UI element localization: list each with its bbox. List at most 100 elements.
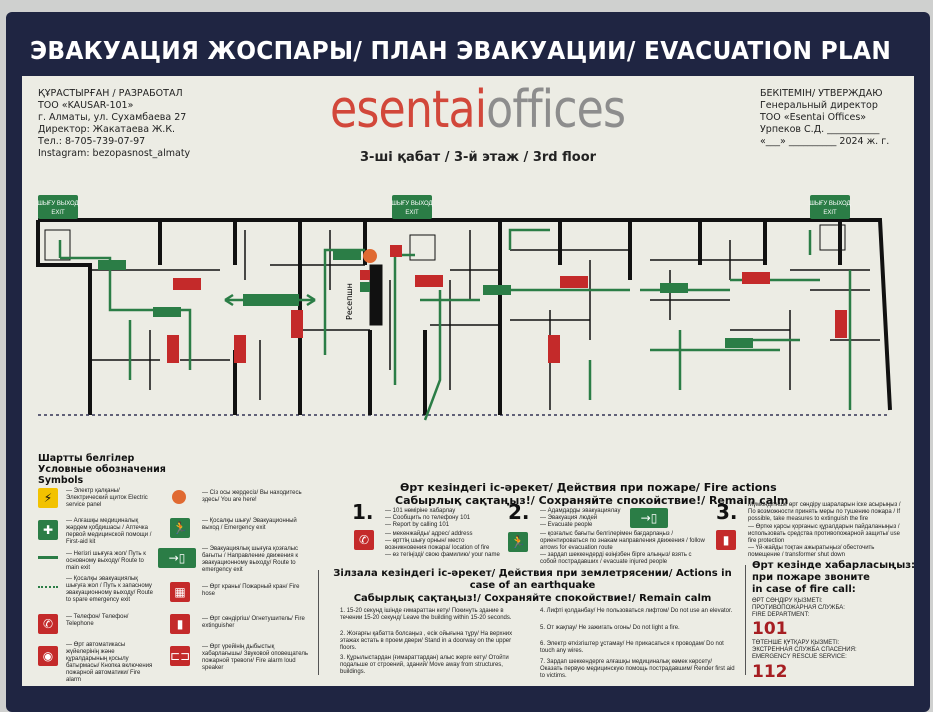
evacuation-routes bbox=[58, 228, 852, 421]
exit-signs: ШЫҒУ ВЫХОД EXIT ШЫҒУ ВЫХОД EXIT ШЫҒУ ВЫХОД… bbox=[37, 195, 851, 219]
developer-line: Тел.: 8-705-739-07-97 bbox=[38, 136, 146, 147]
earthquake-item: 2. Жоғарғы қабатта болсаңыз , есік ойығы… bbox=[340, 631, 513, 651]
developer-line: Директор: Жакатаева Ж.К. bbox=[38, 124, 176, 135]
spare-route-line bbox=[38, 586, 58, 588]
direction-signs bbox=[98, 250, 753, 348]
earthquake-item: 6. Электр өткізгіштер ұстамау/ Не прикас… bbox=[540, 641, 724, 654]
fire-extinguisher-icon: ▮ bbox=[716, 530, 736, 550]
logo-part: offices bbox=[486, 80, 626, 140]
call-title-line: Өрт кезінде хабарласыңыз: bbox=[752, 560, 916, 571]
emergency-exit-icon: 🏃 bbox=[170, 518, 190, 538]
sign-title: ЭВАКУАЦИЯ ЖОСПАРЫ/ ПЛАН ЭВАКУАЦИИ/ EVACU… bbox=[30, 36, 892, 65]
legend-title-line: Условные обозначения bbox=[38, 464, 166, 475]
fire-actions-subtitle: Сабырлық сақтаңыз!/ Сохраняйте спокойств… bbox=[395, 494, 789, 507]
walls bbox=[36, 218, 892, 416]
svg-text:ШЫҒУ ВЫХОД: ШЫҒУ ВЫХОД bbox=[37, 201, 78, 207]
logo-part: esentai bbox=[330, 80, 487, 140]
earthquake-item: 4. Лифті қолданбау/ Не пользоваться лифт… bbox=[540, 608, 733, 614]
legend-item: — Өрт сөндіргіш/ Огнетушитель/ Fire exti… bbox=[202, 616, 305, 629]
earthquake-item: 5. От жақпау/ Не зажигать огонь/ Do not … bbox=[540, 625, 680, 631]
reception-label: Ресепшн bbox=[345, 283, 354, 320]
legend-item: — Эвакуациялық шығуға қозғалыс бағыты / … bbox=[202, 546, 299, 573]
legend-item: — Қосалқы эвакуациялық шығуға жол / Путь… bbox=[66, 576, 153, 603]
approval-line: БЕКІТЕМІН/ УТВЕРЖДАЮ bbox=[760, 88, 883, 99]
exit-sign-icon: ШЫҒУ ВЫХОД EXIT bbox=[37, 195, 79, 219]
legend-title-line: Symbols bbox=[38, 475, 84, 486]
svg-text:EXIT: EXIT bbox=[823, 210, 837, 216]
legend-item: — Сіз осы жердесіз/ Вы находитесь здесь/… bbox=[202, 490, 302, 503]
call-title-line: in case of fire call: bbox=[752, 584, 856, 595]
earthquake-item: 3. Құрылыстардан (ғимараттардан) алыс же… bbox=[340, 655, 509, 675]
earthquake-subtitle: Сабырлық сақтаңыз!/ Сохраняйте спокойств… bbox=[353, 593, 712, 604]
divider bbox=[745, 565, 746, 675]
developer-line: г. Алматы, ул. Сухамбаева 27 bbox=[38, 112, 187, 123]
fire-actions-title: Өрт кезіндегі іс-әрекет/ Действия при по… bbox=[400, 481, 777, 494]
earthquake-title: Зілзала кезіндегі іс-әрекет/ Действия пр… bbox=[333, 568, 732, 591]
fire-department-label: ӨРТ СӨНДІРУ ҚЫЗМЕТІ: ПРОТИВОПОЖАРНАЯ СЛУ… bbox=[752, 598, 845, 618]
rescue-service-number: 112 bbox=[752, 662, 788, 682]
earthquake-item: 7. Зардап шеккендерге алғашқы медициналы… bbox=[540, 659, 735, 679]
step-text: — мекенжайды/ адрес/ address — өрттің шы… bbox=[385, 531, 500, 558]
legend-item: — Электр қалқаны/ Электрический щиток El… bbox=[66, 488, 148, 508]
fire-department-number: 101 bbox=[752, 619, 788, 639]
legend-item: — Өрт краны/ Пожарный кран/ Fire hose bbox=[202, 584, 300, 597]
step-text: Мүмкіндігінше өрт сөндіру шараларын іске… bbox=[748, 502, 901, 522]
call-title: Өрт кезінде хабарласыңыз: при пожаре зво… bbox=[752, 560, 915, 596]
step-text: — Адамдарды эвакуациялау — Эвакуация люд… bbox=[540, 508, 621, 528]
rescue-service-label: ТӨТЕНШЕ ҚҰТҚАРУ ҚЫЗМЕТІ: ЭКСТРЕННАЯ СЛУЖ… bbox=[752, 640, 857, 660]
main-route-line bbox=[38, 556, 58, 559]
loudspeaker-icon: ⊏⊐ bbox=[170, 646, 190, 666]
fire-alarm-icon: ◉ bbox=[38, 646, 58, 666]
esentai-offices-logo: esentaioffices bbox=[330, 80, 626, 140]
step-number: 3. bbox=[716, 500, 738, 524]
legend-item: — Негізгі шығуға жол/ Путь к основному в… bbox=[66, 551, 146, 571]
emergency-exit-icon: 🏃 bbox=[508, 532, 528, 552]
developer-line: Instagram: bezopasnost_almaty bbox=[38, 148, 191, 159]
approval-line: Генеральный директор bbox=[760, 100, 878, 111]
floor-label: 3-ші қабат / 3-й этаж / 3rd floor bbox=[360, 150, 597, 165]
legend-item: — Өрт автоматикасы жүйелерінің және құра… bbox=[66, 642, 153, 683]
first-aid-icon bbox=[360, 282, 370, 292]
developer-line: ҚҰРАСТЫРҒАН / РАЗРАБОТАЛ bbox=[38, 88, 183, 99]
step-text: — Өртке қарсы қорғаныс құралдарын пайдал… bbox=[748, 524, 900, 558]
electric-panel-icon: ⚡ bbox=[38, 488, 58, 508]
telephone-icon: ✆ bbox=[354, 530, 374, 550]
you-are-here-icon bbox=[363, 249, 377, 263]
step-text: — 101 нөміріне хабарлау — Сообщить по те… bbox=[385, 508, 471, 528]
svg-text:ШЫҒУ ВЫХОД: ШЫҒУ ВЫХОД bbox=[809, 201, 850, 207]
fire-hose-icon: ▦ bbox=[170, 582, 190, 602]
telephone-icon bbox=[360, 270, 370, 280]
step-number: 2. bbox=[508, 500, 530, 524]
developer-line: ТОО «KAUSAR-101» bbox=[38, 100, 134, 111]
fire-equipment-icons bbox=[167, 245, 847, 363]
legend-title: Шартты белгілер Условные обозначения Sym… bbox=[38, 453, 166, 486]
direction-sign-icon: →▯ bbox=[158, 548, 196, 568]
legend-item: — Өрт үрейінің дыбыстық хабарлағышы/ Зву… bbox=[202, 644, 308, 671]
exit-sign-icon: ШЫҒУ ВЫХОД EXIT bbox=[391, 195, 433, 219]
step-text: — қозғалыс бағыты белгілерімен бағдарлаң… bbox=[540, 531, 705, 565]
svg-text:EXIT: EXIT bbox=[51, 210, 65, 216]
developer-info: ҚҰРАСТЫРҒАН / РАЗРАБОТАЛ ТОО «KAUSAR-101… bbox=[38, 88, 190, 160]
approval-line: «___» __________ 2024 ж. г. bbox=[760, 136, 890, 147]
legend-item: — Телефон/ Телефон/ Telephone bbox=[66, 614, 129, 627]
call-title-line: при пожаре звоните bbox=[752, 572, 870, 583]
approval-line: ТОО «Esentai Offices» bbox=[760, 112, 867, 123]
approval-info: БЕКІТЕМІН/ УТВЕРЖДАЮ Генеральный директо… bbox=[760, 88, 889, 148]
approval-line: Урпеков С.Д. ___________ bbox=[760, 124, 880, 135]
legend-item: — Қосалқы шығу/ Эвакуационный выход / Em… bbox=[202, 518, 297, 531]
floor-plan: ШЫҒУ ВЫХОД EXIT ШЫҒУ ВЫХОД EXIT ШЫҒУ ВЫХОД… bbox=[36, 195, 892, 421]
legend-item: — Алғашқы медициналық жәрдем қобдишасы /… bbox=[66, 518, 152, 545]
svg-text:ШЫҒУ ВЫХОД: ШЫҒУ ВЫХОД bbox=[391, 201, 432, 207]
svg-text:EXIT: EXIT bbox=[405, 210, 419, 216]
divider bbox=[318, 570, 319, 675]
sign-frame-bottom bbox=[22, 686, 914, 700]
fire-extinguisher-icon: ▮ bbox=[170, 614, 190, 634]
you-are-here-icon bbox=[172, 490, 186, 504]
step-number: 1. bbox=[352, 500, 374, 524]
legend-title-line: Шартты белгілер bbox=[38, 453, 135, 464]
exit-sign-icon: ШЫҒУ ВЫХОД EXIT bbox=[809, 195, 851, 219]
earthquake-item: 1. 15-20 секунд ішінде ғимараттан кету/ … bbox=[340, 608, 512, 621]
first-aid-icon: ✚ bbox=[38, 520, 58, 540]
telephone-icon: ✆ bbox=[38, 614, 58, 634]
direction-sign-icon: →▯ bbox=[630, 508, 668, 528]
